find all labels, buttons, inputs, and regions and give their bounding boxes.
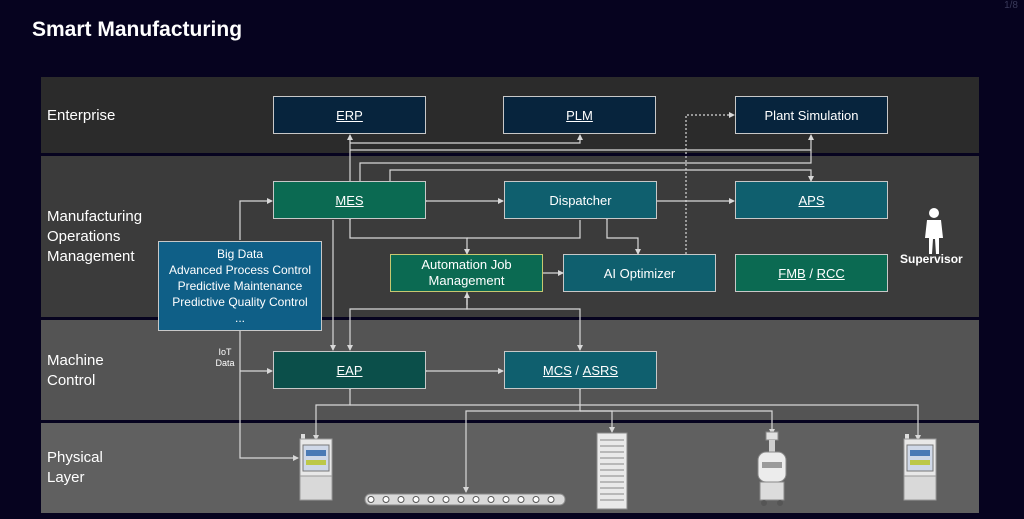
big-data-box[interactable]: Big Data Advanced Process Control Predic… [158,241,322,331]
eap-box[interactable]: EAP [273,351,426,389]
ai-optimizer-box[interactable]: AI Optimizer [563,254,716,292]
mes-box[interactable]: MES [273,181,426,219]
equipment-right-icon [903,434,937,501]
page-number: 1/8 [1004,0,1018,11]
aps-box[interactable]: APS [735,181,888,219]
supervisor-label: Supervisor [900,252,963,266]
plm-box[interactable]: PLM [503,96,656,134]
enterprise-label: Enterprise [47,107,116,124]
storage-rack-icon [596,432,628,510]
fmb-rcc-box[interactable]: FMB / RCC [735,254,888,292]
automation-job-management-box[interactable]: Automation Job Management [390,254,543,292]
erp-box[interactable]: ERP [273,96,426,134]
page-title: Smart Manufacturing [32,18,243,41]
robot-icon [757,431,787,506]
plant-simulation-box[interactable]: Plant Simulation [735,96,888,134]
conveyor-icon [364,493,566,506]
mcs-asrs-box[interactable]: MCS / ASRS [504,351,657,389]
supervisor-icon [925,208,943,254]
equipment-left-icon [299,434,333,501]
dispatcher-box[interactable]: Dispatcher [504,181,657,219]
